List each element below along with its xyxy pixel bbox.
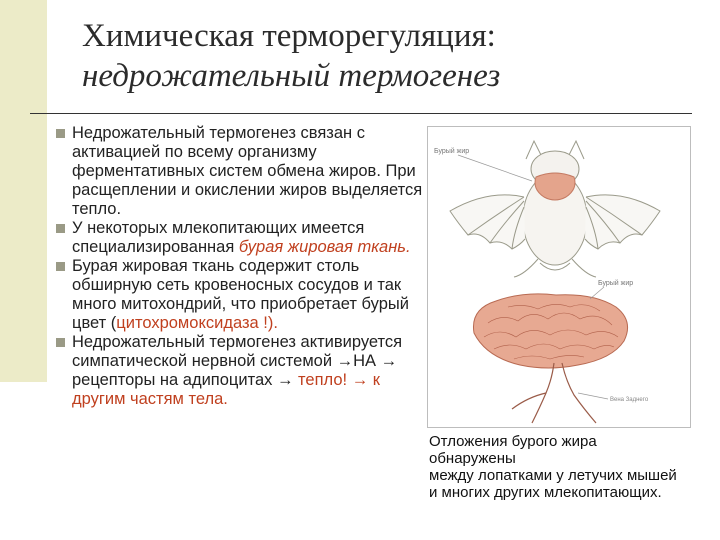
bat-outline-icon — [449, 139, 661, 278]
bullet-item: Недрожательный термогенез активируется с… — [56, 333, 426, 409]
caption-line-1: Отложения бурого жира — [429, 433, 597, 450]
bullet-square-icon — [56, 338, 65, 347]
bullet-text: Бурая жировая ткань содержит столь обшир… — [72, 257, 409, 332]
bullet-highlight: тепло! → к другим частям тела. — [72, 371, 380, 408]
title-line-2: недрожательный термогенез — [82, 58, 501, 94]
figure-label-top: Бурый жир — [434, 147, 469, 155]
left-accent-band — [0, 0, 47, 382]
bullet-item: Бурая жировая ткань содержит столь обшир… — [56, 257, 426, 333]
bullet-highlight: бурая жировая ткань. — [238, 238, 411, 256]
bat-illustration: Бурый жир Бурый жир Вена Заднего — [434, 139, 661, 424]
bullet-text: У некоторых млекопитающих имеется специа… — [72, 219, 365, 256]
title-divider — [30, 113, 692, 114]
figure-label-mid: Бурый жир — [598, 279, 633, 287]
figure-caption: Отложения бурого жира обнаружены между л… — [429, 433, 719, 501]
bullet-text: Недрожательный термогенез активируется с… — [72, 333, 403, 389]
bullet-item: Недрожательный термогенез связан с актив… — [56, 124, 426, 219]
bullet-square-icon — [56, 129, 65, 138]
caption-line-4: и многих других млекопитающих. — [429, 484, 662, 501]
bullet-text: Недрожательный термогенез связан с актив… — [72, 124, 423, 218]
bullet-square-icon — [56, 262, 65, 271]
bullet-highlight: цитохромоксидаза !). — [116, 314, 278, 332]
bullet-square-icon — [56, 224, 65, 233]
bullet-list: Недрожательный термогенез связан с актив… — [56, 124, 426, 409]
brown-fat-patch-icon — [534, 172, 576, 201]
brown-fat-tissue-icon — [472, 293, 629, 424]
left-band-bottom — [0, 382, 47, 540]
caption-line-3: между лопатками у летучих мышей — [429, 467, 677, 484]
bat-brown-fat-figure: Бурый жир Бурый жир Вена Заднего — [427, 126, 691, 428]
slide-title: Химическая терморегуляция: недрожательны… — [82, 16, 702, 96]
title-line-1: Химическая терморегуляция: — [82, 18, 496, 54]
caption-line-2: обнаружены — [429, 450, 516, 467]
bullet-item: У некоторых млекопитающих имеется специа… — [56, 219, 426, 257]
figure-label-bottom: Вена Заднего — [610, 397, 649, 403]
